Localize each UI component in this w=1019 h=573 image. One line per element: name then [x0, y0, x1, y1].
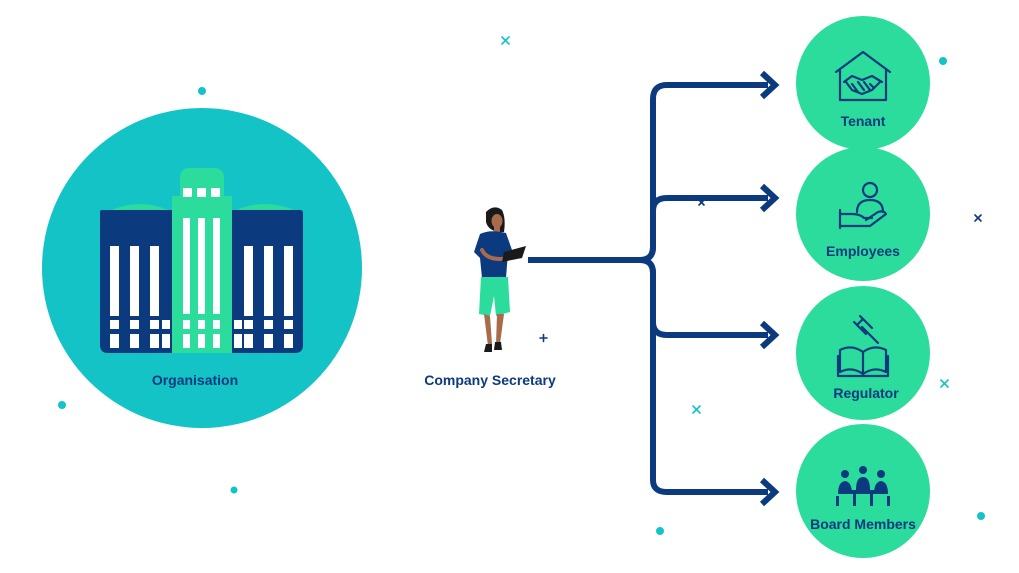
regulator-label: Regulator [833, 385, 899, 401]
plus-mark [539, 333, 548, 343]
arrowhead-employees [759, 183, 780, 213]
connector-employees [639, 195, 768, 263]
decorative-crosses [501, 36, 982, 414]
cross-mark [692, 405, 701, 414]
arrowhead-regulator [759, 320, 780, 350]
employees-label: Employees [826, 243, 900, 259]
tenant-circle [796, 16, 930, 150]
decorative-dots [58, 57, 985, 535]
cross-mark [940, 379, 949, 388]
board-members-node: Board Members [796, 424, 930, 558]
organisation-node: Organisation [42, 108, 362, 428]
employees-circle [796, 147, 930, 281]
tenant-label: Tenant [841, 113, 886, 129]
woman-with-clipboard-icon [474, 207, 526, 352]
board-members-label: Board Members [810, 516, 916, 532]
connector-regulator [639, 257, 768, 338]
building-icon [100, 168, 303, 353]
cross-mark [501, 36, 510, 45]
arrowhead-tenant [759, 70, 780, 100]
arrowheads [759, 70, 780, 507]
organisation-label: Organisation [152, 372, 238, 388]
dot [939, 57, 947, 65]
employees-node: Employees [796, 147, 930, 281]
dot [58, 401, 66, 409]
regulator-node: Regulator [796, 286, 930, 420]
tenant-node: Tenant [796, 16, 930, 150]
connector-board [639, 257, 768, 495]
arrowhead-board [759, 477, 780, 507]
hand-person-icon [838, 181, 888, 230]
gavel-book-icon [836, 314, 890, 378]
dot [198, 87, 206, 95]
meeting-table-icon [836, 466, 890, 506]
dot [977, 512, 985, 520]
dot [656, 527, 664, 535]
connector-tenant [639, 82, 768, 263]
dot [230, 486, 238, 494]
connectors [528, 82, 768, 495]
handshake-house-icon [834, 50, 892, 102]
secretary-label: Company Secretary [424, 372, 556, 388]
cross-mark [974, 214, 982, 222]
secretary-node: Company Secretary [424, 207, 556, 388]
